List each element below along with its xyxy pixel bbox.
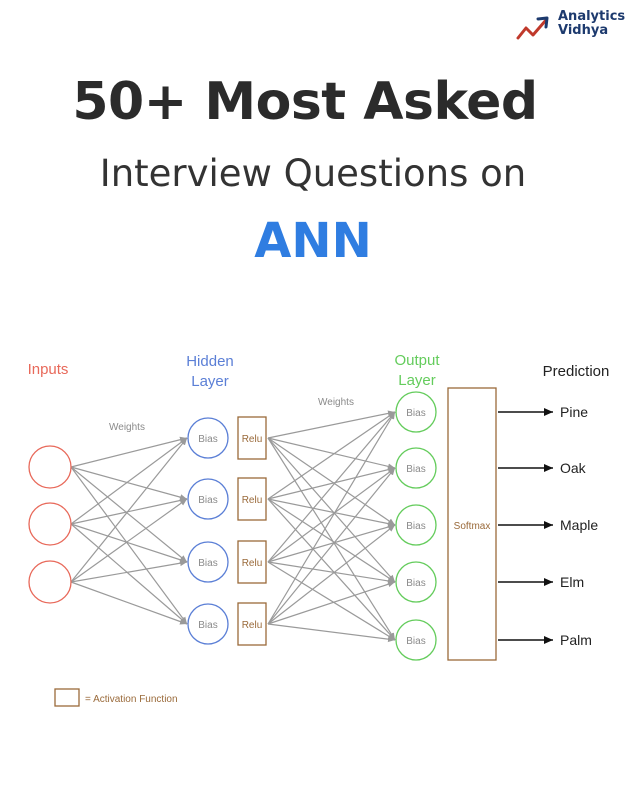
page-title: 50+ Most Asked bbox=[72, 72, 538, 132]
weight-edge-out-1-3 bbox=[267, 498, 396, 583]
relu-box bbox=[237, 540, 267, 584]
weight-edge-in-0-1 bbox=[70, 466, 188, 501]
output-node bbox=[395, 561, 437, 603]
weight-edge-in-0-0 bbox=[70, 436, 188, 468]
relu-label: Relu bbox=[242, 495, 263, 506]
softmax-label: Softmax bbox=[454, 521, 491, 532]
output-node bbox=[395, 504, 437, 546]
relu-box bbox=[237, 477, 267, 521]
weight-edge-in-1-3 bbox=[70, 523, 188, 625]
weight-edge-in-1-1 bbox=[70, 497, 188, 525]
relu-label: Relu bbox=[242, 558, 263, 569]
logo-line1: Analytics bbox=[558, 9, 626, 24]
weight-edge-out-0-1 bbox=[267, 437, 396, 470]
weight-edge-out-1-2 bbox=[267, 498, 396, 527]
relu-box bbox=[237, 416, 267, 460]
weight-edge-in-2-0 bbox=[70, 437, 188, 583]
output-node-label: Bias bbox=[406, 408, 425, 419]
weight-edge-out-3-0 bbox=[267, 411, 396, 625]
weight-edge-out-0-2 bbox=[267, 437, 396, 526]
hidden-node bbox=[187, 478, 229, 520]
weight-edge-out-3-2 bbox=[267, 524, 396, 625]
logo-text: Analytics Vidhya bbox=[558, 10, 625, 38]
weight-edge-out-1-1 bbox=[267, 466, 396, 500]
output-node-label: Bias bbox=[406, 636, 425, 647]
weight-edge-out-3-3 bbox=[267, 581, 396, 625]
weight-edge-out-3-1 bbox=[267, 467, 396, 625]
prediction-label: Oak bbox=[560, 460, 587, 476]
weight-edge-out-3-4 bbox=[267, 623, 396, 643]
hidden-node-label: Bias bbox=[198, 495, 217, 506]
weight-edge-out-0-3 bbox=[267, 437, 396, 583]
legend-swatch bbox=[54, 688, 80, 707]
output-node-label: Bias bbox=[406, 464, 425, 475]
output-node-label: Bias bbox=[406, 578, 425, 589]
relu-label: Relu bbox=[242, 434, 263, 445]
weight-edge-in-2-1 bbox=[70, 498, 188, 583]
softmax-box bbox=[447, 387, 497, 661]
hidden-node bbox=[187, 603, 229, 645]
input-node bbox=[28, 560, 72, 604]
weight-edge-out-0-0 bbox=[267, 410, 396, 439]
relu-box bbox=[237, 602, 267, 646]
input-node bbox=[28, 502, 72, 546]
logo-line2: Vidhya bbox=[558, 23, 609, 38]
prediction-label: Palm bbox=[560, 632, 592, 648]
output-layer-label: Output bbox=[394, 352, 440, 369]
hidden-node-label: Bias bbox=[198, 558, 217, 569]
output-layer-label: Layer bbox=[398, 372, 436, 389]
weight-edge-out-1-0 bbox=[267, 411, 396, 500]
weight-edge-in-1-2 bbox=[70, 523, 188, 563]
weight-edge-in-2-2 bbox=[70, 560, 188, 583]
weight-edge-in-2-3 bbox=[70, 581, 188, 625]
relu-label: Relu bbox=[242, 620, 263, 631]
weight-edge-out-2-3 bbox=[267, 561, 396, 584]
weights-label: Weights bbox=[318, 397, 354, 408]
weight-edge-in-1-0 bbox=[70, 437, 188, 525]
inputs-label: Inputs bbox=[28, 361, 69, 378]
prediction-label: Pine bbox=[560, 404, 588, 420]
weight-edge-out-0-4 bbox=[267, 437, 396, 641]
output-node-label: Bias bbox=[406, 521, 425, 532]
hidden-layer-label: Layer bbox=[191, 373, 229, 390]
weight-edge-out-2-2 bbox=[267, 524, 396, 563]
output-node bbox=[395, 619, 437, 661]
weight-edge-out-2-1 bbox=[267, 467, 396, 563]
hidden-node-label: Bias bbox=[198, 434, 217, 445]
page-subtitle: Interview Questions on bbox=[99, 152, 527, 195]
trend-arrow-icon bbox=[516, 16, 549, 40]
prediction-label: Maple bbox=[560, 517, 598, 533]
weight-edge-in-0-2 bbox=[70, 466, 188, 563]
weights-label: Weights bbox=[109, 422, 145, 433]
hidden-layer-label: Hidden bbox=[186, 353, 234, 370]
prediction-header: Prediction bbox=[543, 363, 610, 380]
weight-edge-in-0-3 bbox=[70, 466, 188, 625]
weight-edge-out-1-4 bbox=[267, 498, 396, 641]
prediction-label: Elm bbox=[560, 574, 584, 590]
output-node bbox=[395, 391, 437, 433]
weight-edge-out-2-0 bbox=[267, 411, 396, 563]
legend-label: = Activation Function bbox=[85, 694, 178, 705]
weight-edge-out-2-4 bbox=[267, 561, 396, 641]
analytics-vidhya-logo: Analytics Vidhya bbox=[516, 8, 636, 48]
hidden-node bbox=[187, 541, 229, 583]
hidden-node bbox=[187, 417, 229, 459]
hidden-node-label: Bias bbox=[198, 620, 217, 631]
input-node bbox=[28, 445, 72, 489]
topic-title: ANN bbox=[254, 213, 372, 269]
output-node bbox=[395, 447, 437, 489]
